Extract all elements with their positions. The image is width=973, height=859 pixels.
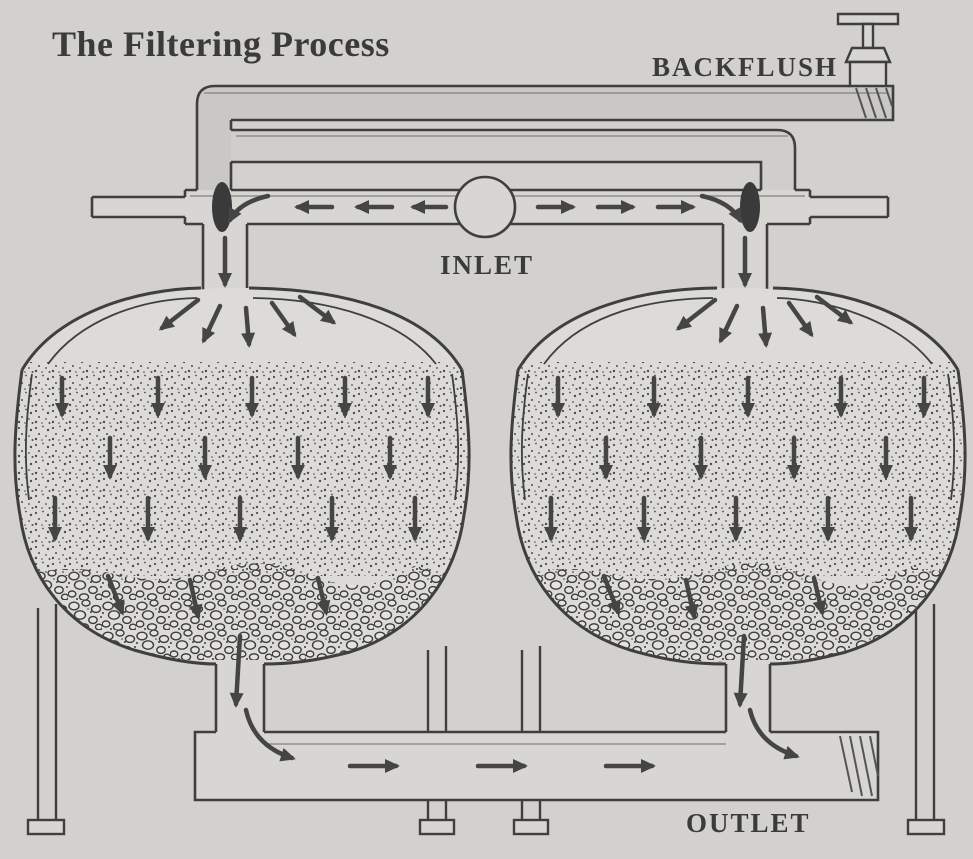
backflush-pipe: [197, 86, 893, 190]
inlet-label: INLET: [440, 250, 534, 280]
tank-feet: [26, 818, 946, 836]
right-filter-tank: [509, 286, 967, 666]
outlet-flow-arrows: [243, 707, 800, 773]
backflush-label: BACKFLUSH: [652, 52, 838, 82]
gravel-media-right: [510, 563, 966, 663]
fine-media-right: [510, 362, 966, 576]
right-tee-valve-disc: [740, 182, 760, 232]
left-filter-tank: [13, 286, 471, 666]
backflush-pipe-end-hatch: [855, 87, 893, 119]
outlet-label: OUTLET: [686, 808, 811, 838]
left-tee-valve-disc: [212, 182, 232, 232]
valve-bonnet: [844, 46, 892, 64]
inlet-valve: [453, 175, 517, 239]
backflush-valve: [836, 12, 900, 88]
gravel-media-left: [14, 563, 470, 663]
outlet-manifold: [193, 730, 880, 802]
left-tank-flow-arrows: [48, 294, 435, 708]
page-title: The Filtering Process: [52, 24, 390, 64]
inlet-flow-arrows: [218, 193, 752, 288]
right-tank-flow-arrows: [544, 294, 931, 708]
fine-media-left: [14, 362, 470, 576]
valve-stem: [861, 22, 875, 50]
outlet-end-hatch: [839, 735, 879, 797]
tank-legs: [36, 604, 936, 820]
valve-body: [848, 60, 888, 88]
valve-handle: [836, 12, 900, 26]
